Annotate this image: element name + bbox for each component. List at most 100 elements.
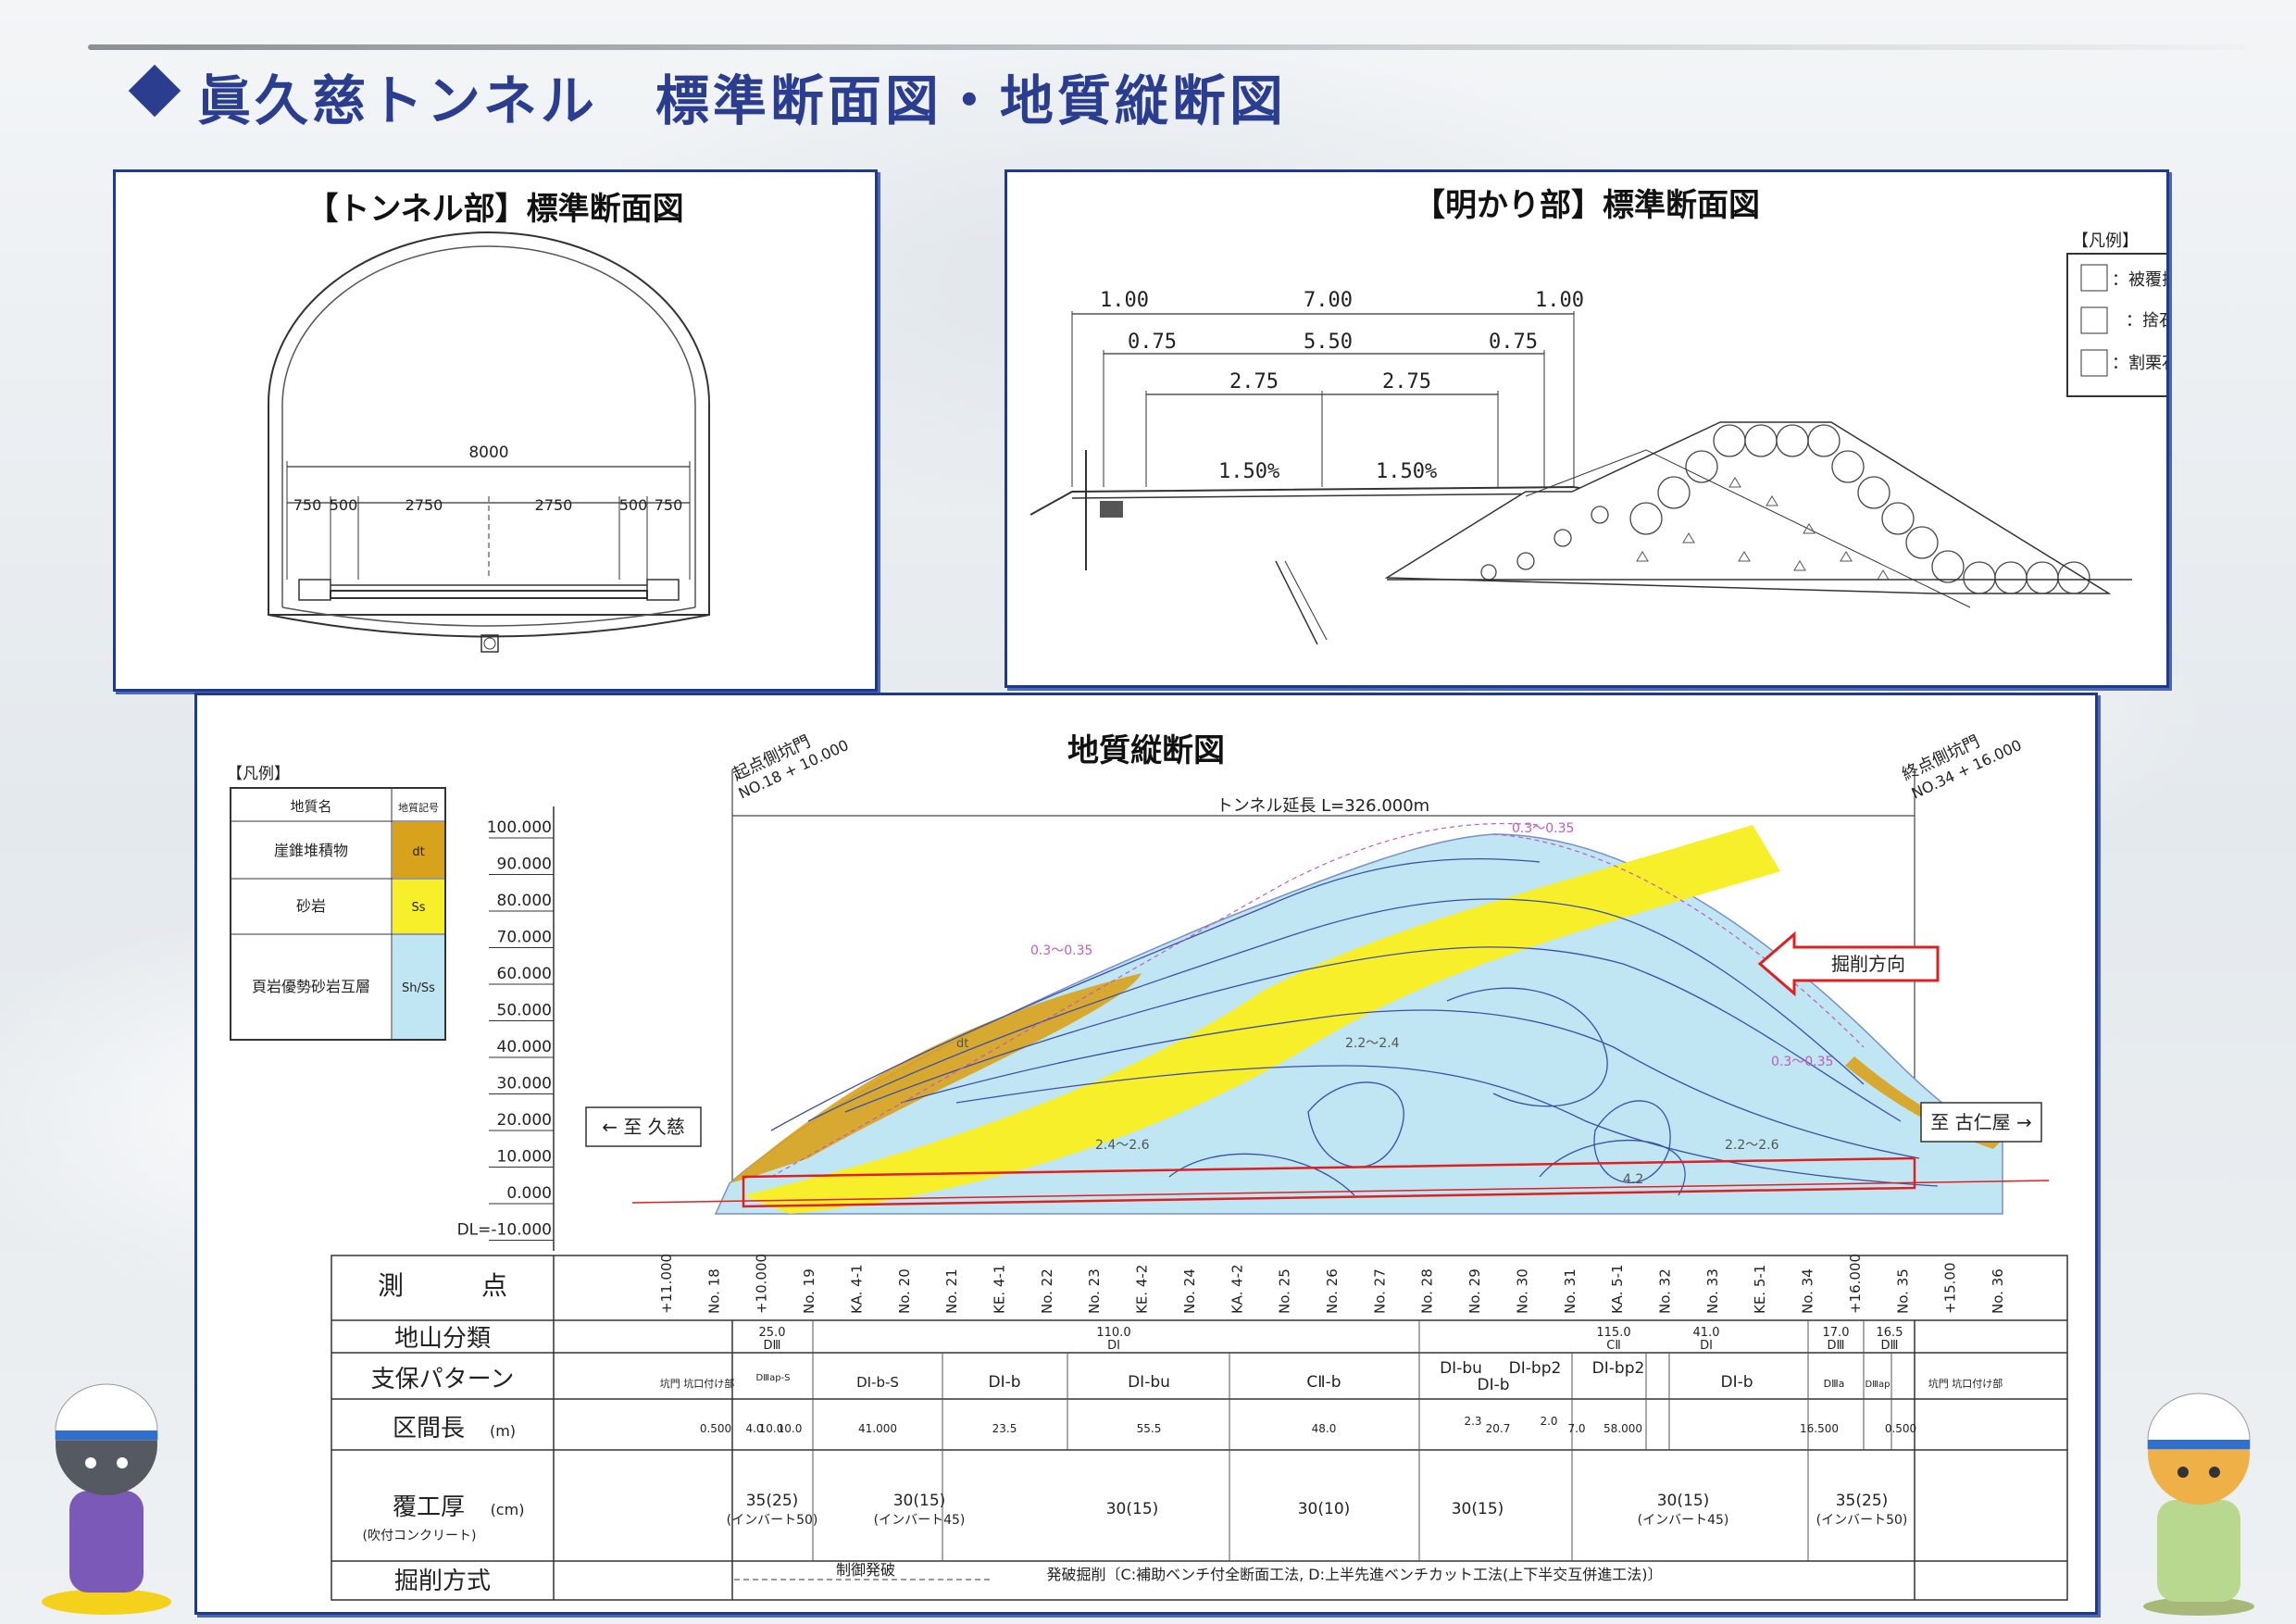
dim-label: 1.00 xyxy=(1100,289,1149,312)
dim-label: 2750 xyxy=(535,496,573,514)
ground-class: DⅠ xyxy=(1700,1339,1713,1353)
ground-length: 110.0 xyxy=(1096,1326,1130,1340)
legend-name: 砂岩 xyxy=(296,897,326,915)
support-pattern: DⅠ-bp2 xyxy=(1509,1359,1562,1378)
tunnel-section-drawing: 8000 750 500 2750 2750 500 750 xyxy=(268,231,710,653)
geology-panel: 地質縦断図 【凡例】 地質名 地質記号 崖錐堆積物 砂岩 頁岩優勢砂岩互層 dt… xyxy=(194,693,2098,1615)
to-koniya-label: 至 古仁屋 → xyxy=(1930,1111,2031,1133)
layer-label: 2.4〜2.6 xyxy=(1095,1138,1150,1153)
ground-length: 25.0 xyxy=(759,1326,786,1340)
station-label: No. 25 xyxy=(1277,1268,1293,1314)
layer-label: 0.3〜0.35 xyxy=(1512,821,1574,836)
layer-label: 2.2〜2.4 xyxy=(1345,1036,1400,1051)
support-pattern: DⅠ-bu xyxy=(1440,1359,1482,1378)
legend-item: ：被覆捨石 xyxy=(2112,270,2166,290)
legend-item: ：割栗石 xyxy=(2112,354,2166,373)
support-pattern: DⅢa xyxy=(1824,1378,1845,1390)
layer-label: 2.2〜2.6 xyxy=(1725,1138,1779,1153)
legend-title: 【凡例】 xyxy=(2072,231,2139,251)
mascot-right xyxy=(2143,1393,2254,1616)
armor-stones xyxy=(1480,424,2090,594)
lining-value: (インバート45) xyxy=(874,1513,966,1528)
ground-length: 115.0 xyxy=(1596,1326,1630,1340)
station-label: KE. 4-1 xyxy=(992,1265,1008,1314)
ground-class: DⅠ xyxy=(1107,1339,1120,1353)
station-label: No. 29 xyxy=(1466,1268,1483,1314)
support-pattern: 坑門 坑口付け部 xyxy=(660,1377,735,1390)
tunnel-alignment xyxy=(742,1156,1916,1208)
station-label: No. 23 xyxy=(1086,1268,1103,1314)
to-kuji-label: ← 至 久慈 xyxy=(602,1116,684,1138)
legend-header: 地質記号 xyxy=(398,801,439,814)
station-label: No. 30 xyxy=(1514,1268,1530,1314)
station-label: No. 36 xyxy=(1990,1268,2006,1314)
tunnel-section-panel: 【トンネル部】標準断面図 8000 750 500 2750 2750 500 … xyxy=(113,169,878,692)
excavation-direction-arrow xyxy=(1757,931,1940,997)
legend-symbol: Ss xyxy=(411,901,425,915)
dim-label: 1.00 xyxy=(1535,289,1584,312)
legend-symbol: Sh/Ss xyxy=(402,981,435,995)
interval-value: 48.0 xyxy=(1312,1422,1337,1435)
y-tick-label: 100.000 xyxy=(487,818,552,837)
station-label: No. 18 xyxy=(705,1268,722,1314)
station-label: No. 19 xyxy=(801,1268,817,1314)
contour-lines xyxy=(770,857,1939,1196)
station-label: No. 33 xyxy=(1704,1268,1721,1314)
legend-swatch-ss xyxy=(393,880,444,933)
y-tick-label: 70.000 xyxy=(497,929,552,947)
y-tick-label: 30.000 xyxy=(497,1075,552,1093)
legend-swatch-dt xyxy=(393,822,444,878)
ground-class: DⅢ xyxy=(764,1339,781,1353)
station-label: No. 35 xyxy=(1894,1268,1911,1314)
station-label: KE. 5-1 xyxy=(1752,1265,1768,1314)
row-unit: (cm) xyxy=(491,1501,525,1518)
y-tick-label: 60.000 xyxy=(497,965,552,983)
open-section-panel: 【明かり部】標準断面図 1.00 7.00 1.00 0.75 5.50 0.7… xyxy=(1004,169,2169,688)
interval-value: 10.0 xyxy=(778,1422,803,1435)
support-pattern: DⅠ-b xyxy=(988,1373,1020,1392)
interval-value: 2.0 xyxy=(1540,1415,1557,1428)
y-tick-label: 40.000 xyxy=(497,1038,552,1056)
legend-header: 地質名 xyxy=(290,798,331,815)
rubble-stone-icon xyxy=(2080,306,2108,334)
lining-value: 30(10) xyxy=(1298,1500,1351,1518)
interval-value: 7.0 xyxy=(1567,1422,1585,1435)
title-rule xyxy=(88,44,2245,50)
lining-value: 30(15) xyxy=(1452,1500,1504,1518)
station-label: No. 20 xyxy=(896,1268,913,1314)
station-label: No. 32 xyxy=(1657,1268,1674,1314)
geology-title: 地質縦断図 xyxy=(1067,732,1225,769)
station-label: No. 24 xyxy=(1181,1268,1198,1314)
ground-class: DⅢ xyxy=(1881,1339,1899,1353)
station-label: No. 27 xyxy=(1371,1268,1388,1314)
geology-drawing: 【凡例】 地質名 地質記号 崖錐堆積物 砂岩 頁岩優勢砂岩互層 dt Ss Sh… xyxy=(227,731,2068,1601)
interval-value: 55.5 xyxy=(1137,1422,1162,1435)
ground-length: 16.5 xyxy=(1877,1326,1903,1340)
mascot-left xyxy=(42,1383,171,1615)
row-label: 測 点 xyxy=(378,1270,507,1301)
support-pattern: DⅠ-bu xyxy=(1128,1373,1170,1392)
legend-name: 頁岩優勢砂岩互層 xyxy=(252,978,370,995)
row-label: 覆工厚 xyxy=(393,1493,465,1521)
station-label: No. 34 xyxy=(1800,1268,1816,1314)
support-pattern: DⅠ-b xyxy=(1720,1373,1753,1392)
lining-value: 35(25) xyxy=(746,1492,799,1510)
slope-label: 1.50% xyxy=(1376,460,1437,483)
excavation-method: 発破掘削〔C:補助ベンチ付全断面工法, D:上半先進ベンチカット工法(上下半交互… xyxy=(1047,1566,1663,1583)
support-pattern: DⅢap xyxy=(1865,1380,1890,1390)
dim-label: 7.00 xyxy=(1304,289,1353,312)
station-label: +15.00 xyxy=(1942,1262,1959,1314)
interval-value: 23.5 xyxy=(992,1422,1017,1435)
open-section-title: 【明かり部】標準断面図 xyxy=(1414,187,1760,224)
y-tick-label: 50.000 xyxy=(497,1002,552,1020)
tunnel-section-title: 【トンネル部】標準断面図 xyxy=(306,191,684,228)
ground-class: CⅡ xyxy=(1606,1339,1620,1353)
station-label: No. 21 xyxy=(943,1268,960,1314)
row-label: 地山分類 xyxy=(394,1325,491,1353)
lining-value: (インバート45) xyxy=(1638,1513,1729,1528)
tunnel-length: トンネル延長 L=326.000m xyxy=(1217,796,1429,816)
station-label: +10.000 xyxy=(754,1254,770,1314)
layer-label: 4.2 xyxy=(1623,1172,1643,1187)
row-label: 掘削方式 xyxy=(394,1568,491,1595)
legend-item: ：捨石 xyxy=(2126,311,2166,331)
